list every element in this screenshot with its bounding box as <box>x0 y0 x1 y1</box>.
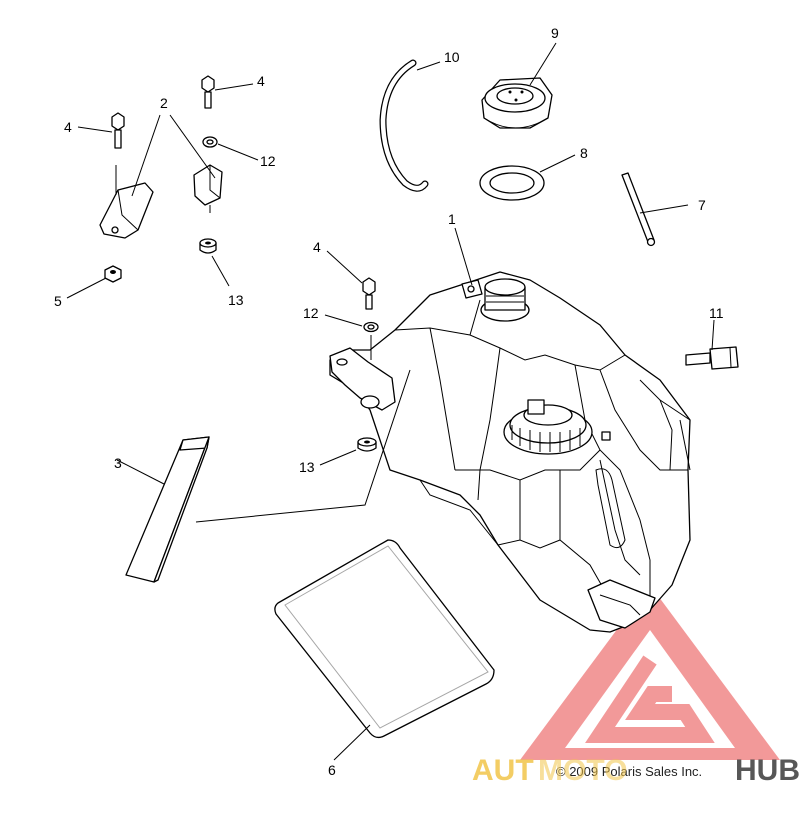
callout-heat-shield: 6 <box>328 762 336 778</box>
callout-bolt-tank: 4 <box>313 239 321 255</box>
fuel-cap-part <box>481 77 553 129</box>
callout-nut: 5 <box>54 293 62 309</box>
fuel-tank-part <box>329 271 691 633</box>
callout-fuel-tank: 1 <box>448 211 456 227</box>
callout-connector: 11 <box>709 305 724 321</box>
callout-gasket: 8 <box>580 145 588 161</box>
callout-labels: 1 2 3 4 4 4 5 6 7 8 9 10 11 12 12 13 13 <box>54 25 724 778</box>
watermark-text: AUT MOTO HUB <box>472 754 800 787</box>
callout-foam-pad: 3 <box>114 455 122 471</box>
callout-washer-tank: 12 <box>303 305 319 321</box>
leader-lines <box>66 42 715 761</box>
bolt-upper-right-part <box>201 75 215 109</box>
connector-part <box>685 346 739 370</box>
copyright-notice: © 2009 Polaris Sales Inc. <box>556 764 702 779</box>
bolt-upper-left-part <box>111 112 125 195</box>
callout-washer-upper: 12 <box>260 153 276 169</box>
bracket-left-part <box>99 182 154 239</box>
callout-fuel-cap: 9 <box>551 25 559 41</box>
watermark-logo <box>520 585 780 760</box>
watermark-text-right: HUB <box>735 754 800 787</box>
bolt-tank-part <box>362 277 376 310</box>
callout-grommet-tank: 13 <box>299 459 315 475</box>
callout-rod: 7 <box>698 197 706 213</box>
nut-part <box>104 265 122 283</box>
callout-bolt-upper-right: 4 <box>257 73 265 89</box>
washer-tank-part <box>363 321 379 360</box>
heat-shield-part <box>274 539 495 739</box>
bracket-right-part <box>193 164 223 213</box>
washer-upper-part <box>202 136 218 148</box>
grommet-upper-part <box>199 238 217 254</box>
callout-bolt-upper-left: 4 <box>64 119 72 135</box>
callout-vent-hose: 10 <box>444 49 460 65</box>
callout-grommet-upper: 13 <box>228 292 244 308</box>
callout-bracket: 2 <box>160 95 168 111</box>
foam-pad-part <box>125 436 210 583</box>
rod-part <box>621 172 656 247</box>
watermark-text-middle: MOTO <box>538 754 627 787</box>
grommet-tank-part <box>357 437 377 452</box>
watermark-text-left: AUT <box>472 754 534 787</box>
vent-hose-part <box>379 59 429 192</box>
gasket-part <box>479 165 545 201</box>
